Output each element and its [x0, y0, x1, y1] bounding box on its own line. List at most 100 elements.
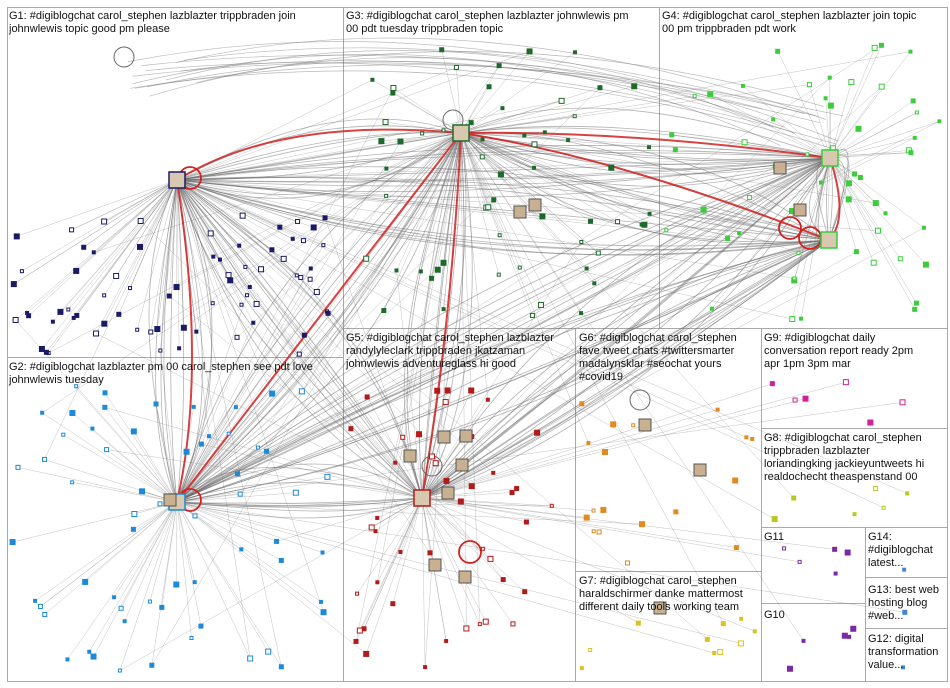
node [549, 503, 554, 508]
node [600, 506, 607, 513]
node [529, 312, 535, 318]
avatar-node [773, 161, 787, 175]
edge-bundle [421, 239, 830, 499]
edge [829, 150, 909, 159]
edge [106, 449, 178, 503]
node [177, 346, 182, 351]
node [796, 250, 801, 255]
edge [176, 179, 793, 320]
edge [460, 132, 569, 141]
edge [76, 179, 178, 272]
node [591, 508, 596, 513]
node [173, 581, 180, 588]
edge [48, 179, 178, 354]
node [720, 621, 726, 627]
edge [176, 179, 317, 293]
edge-bundle [176, 157, 831, 503]
edge [176, 179, 238, 338]
node [717, 648, 724, 655]
edge [460, 87, 601, 134]
edge-bundle [176, 157, 831, 503]
node [845, 196, 852, 203]
node [364, 394, 370, 400]
edge [95, 179, 178, 334]
node [539, 213, 546, 220]
edge [176, 179, 251, 659]
node [102, 404, 108, 410]
node [596, 529, 602, 535]
node [583, 514, 590, 521]
node [70, 480, 75, 485]
self-loop [778, 216, 802, 240]
edge [113, 501, 178, 598]
edge [176, 139, 483, 503]
node [848, 79, 855, 86]
edge-bundle [176, 239, 830, 503]
edge-bundle [176, 132, 462, 503]
node [265, 648, 272, 655]
node [384, 193, 389, 198]
edge [75, 386, 178, 503]
node [278, 664, 284, 670]
node [902, 567, 907, 572]
edge [176, 179, 304, 241]
edge-bundle [176, 149, 831, 181]
node [363, 650, 370, 657]
node [922, 261, 929, 268]
edge [460, 65, 500, 134]
edge-bundle [176, 179, 423, 499]
edge [176, 179, 180, 349]
edge [421, 497, 467, 629]
node [845, 180, 852, 187]
edge-bundle [155, 179, 178, 503]
node [158, 348, 163, 353]
edge [777, 51, 831, 159]
edge [85, 501, 178, 583]
node [841, 632, 848, 639]
node [102, 390, 108, 396]
edge-bundle [176, 157, 831, 198]
node [423, 665, 428, 670]
node [104, 447, 110, 453]
edge-bundle [421, 157, 831, 499]
edge [421, 241, 582, 499]
edge [119, 501, 178, 671]
node [280, 255, 287, 262]
node [139, 488, 146, 495]
node [905, 491, 910, 496]
edge [829, 157, 925, 228]
node [646, 145, 651, 150]
edge [104, 179, 178, 222]
node [673, 509, 679, 515]
node [74, 313, 80, 319]
edge [176, 402, 903, 503]
avatar-node [528, 198, 542, 212]
edge [421, 497, 484, 549]
node [258, 266, 265, 273]
edge [133, 431, 178, 503]
node [669, 132, 675, 138]
edge [421, 488, 517, 499]
node [440, 259, 447, 266]
node [910, 98, 916, 104]
node [509, 490, 515, 496]
node [33, 598, 38, 603]
node [901, 665, 906, 670]
edge [421, 497, 514, 625]
node [491, 470, 496, 475]
node [173, 284, 180, 291]
node [441, 128, 446, 133]
edge [460, 115, 575, 134]
node [434, 266, 441, 273]
node [50, 319, 55, 324]
hub-node [168, 171, 186, 189]
node [744, 435, 749, 440]
node [310, 224, 317, 231]
edge-bundle [460, 132, 830, 241]
node [416, 431, 423, 438]
group-box-g7 [575, 571, 762, 682]
edge [161, 501, 178, 608]
node [166, 293, 172, 299]
node [237, 243, 242, 248]
edge [44, 501, 178, 615]
